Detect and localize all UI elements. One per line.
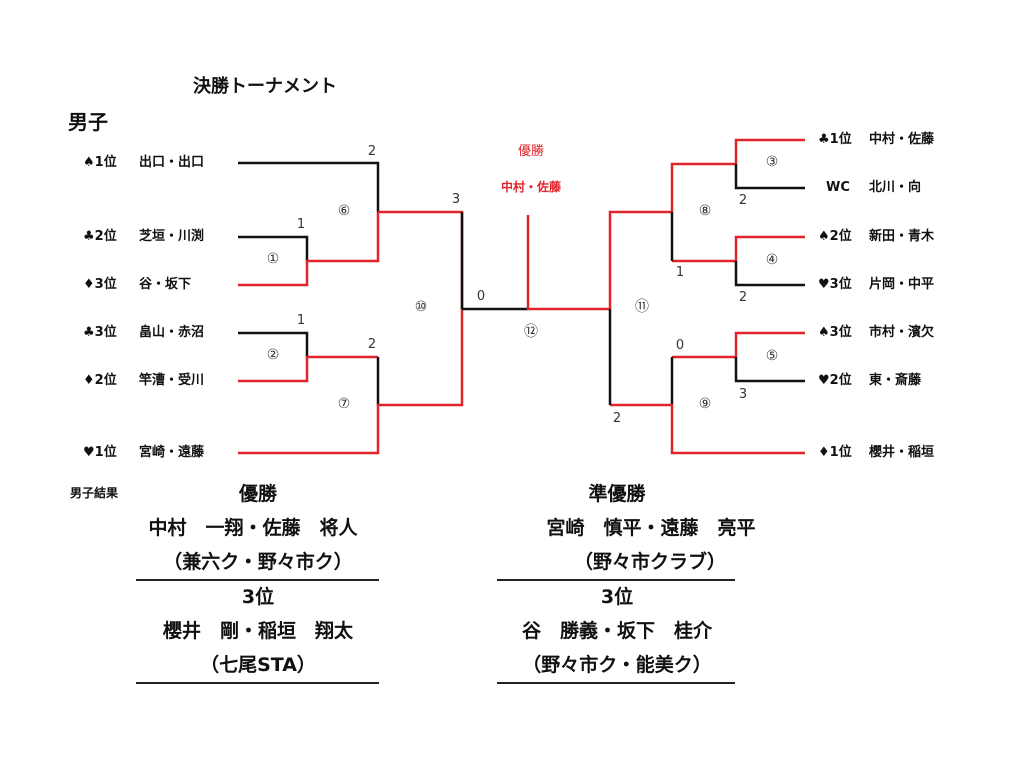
match-number: ② <box>266 347 280 363</box>
divider <box>497 682 735 684</box>
champion-label: 優勝 <box>517 144 545 159</box>
seed-label: ♠2位 <box>818 229 852 244</box>
seed-label: ♣2位 <box>83 229 117 244</box>
seed-label: ♣3位 <box>83 325 117 340</box>
match-number: ④ <box>765 252 779 268</box>
third-a-label: 3位 <box>241 586 275 608</box>
match-number: ⑨ <box>698 396 712 412</box>
results-heading: 男子結果 <box>70 486 119 500</box>
score: 3 <box>738 387 748 402</box>
score: 2 <box>738 290 748 305</box>
team-name: 畠山・赤沼 <box>139 325 205 340</box>
line <box>238 309 464 455</box>
line <box>526 215 610 311</box>
match-number: ⑩ <box>414 299 428 315</box>
line <box>734 357 805 383</box>
team-name: 竿漕・受川 <box>139 373 205 388</box>
team-name: 宮崎・遠藤 <box>139 445 205 460</box>
seed-label: ♦2位 <box>83 373 117 388</box>
seed-label: ♠3位 <box>818 325 852 340</box>
team-name: 中村・佐藤 <box>869 132 935 147</box>
third-a-players: 櫻井 剛・稲垣 翔太 <box>162 620 354 642</box>
third-a-club: （七尾STA） <box>200 654 316 676</box>
first-club: （兼六ク・野々市ク） <box>163 551 353 573</box>
line <box>238 355 378 383</box>
match-number: ⑫ <box>524 324 538 340</box>
match-number: ⑧ <box>698 203 712 219</box>
line <box>378 210 464 309</box>
line <box>238 212 380 287</box>
team-name: 谷・坂下 <box>139 277 192 292</box>
page-title: 決勝トーナメント <box>193 76 337 97</box>
match-number: ⑤ <box>765 348 779 364</box>
third-b-label: 3位 <box>600 586 634 608</box>
divider <box>136 579 379 581</box>
seed-label: ♠1位 <box>83 155 117 170</box>
line <box>734 261 805 287</box>
team-name: 東・斎藤 <box>869 373 922 388</box>
divider <box>497 579 735 581</box>
line <box>608 138 805 309</box>
score: 0 <box>675 338 685 353</box>
score: 1 <box>675 265 685 280</box>
seed-label: WC <box>826 180 850 195</box>
second-club: （野々市クラブ） <box>573 551 727 573</box>
team-name: 片岡・中平 <box>869 277 935 292</box>
first-players: 中村 一翔・佐藤 将人 <box>148 517 358 539</box>
score: 3 <box>451 192 461 207</box>
score: 2 <box>367 144 377 159</box>
line <box>238 161 380 212</box>
line <box>672 331 805 359</box>
seed-label: ♥3位 <box>818 277 852 292</box>
team-name: 芝垣・川渕 <box>139 229 205 244</box>
team-name: 櫻井・稲垣 <box>869 445 935 460</box>
team-name: 市村・濱欠 <box>869 325 935 340</box>
match-number: ⑦ <box>337 396 351 412</box>
seed-label: ♣1位 <box>818 132 852 147</box>
line <box>734 164 805 190</box>
first-label: 優勝 <box>238 483 278 505</box>
score: 2 <box>367 337 377 352</box>
match-number: ③ <box>765 154 779 170</box>
third-b-players: 谷 勝義・坂下 桂介 <box>521 620 713 642</box>
team-name: 新田・青木 <box>869 229 935 244</box>
line <box>610 403 805 455</box>
team-name: 北川・向 <box>869 180 922 195</box>
seed-label: ♥2位 <box>818 373 852 388</box>
score: 2 <box>738 193 748 208</box>
line <box>672 235 805 263</box>
team-name: 出口・出口 <box>139 155 205 170</box>
line <box>238 235 309 261</box>
score: 1 <box>296 217 306 232</box>
seed-label: ♦1位 <box>818 445 852 460</box>
section-title: 男子 <box>68 110 108 134</box>
match-number: ⑥ <box>337 203 351 219</box>
second-players: 宮崎 慎平・遠藤 亮平 <box>546 517 756 539</box>
match-number: ⑪ <box>635 299 649 315</box>
second-label: 準優勝 <box>588 483 646 505</box>
score: 2 <box>612 411 622 426</box>
seed-label: ♦3位 <box>83 277 117 292</box>
divider <box>136 682 379 684</box>
champion-name: 中村・佐藤 <box>500 180 562 194</box>
score: 0 <box>476 289 486 304</box>
line <box>238 331 309 357</box>
seed-label: ♥1位 <box>83 445 117 460</box>
score: 1 <box>296 313 306 328</box>
match-number: ① <box>266 251 280 267</box>
third-b-club: （野々市ク・能美ク） <box>522 654 712 676</box>
